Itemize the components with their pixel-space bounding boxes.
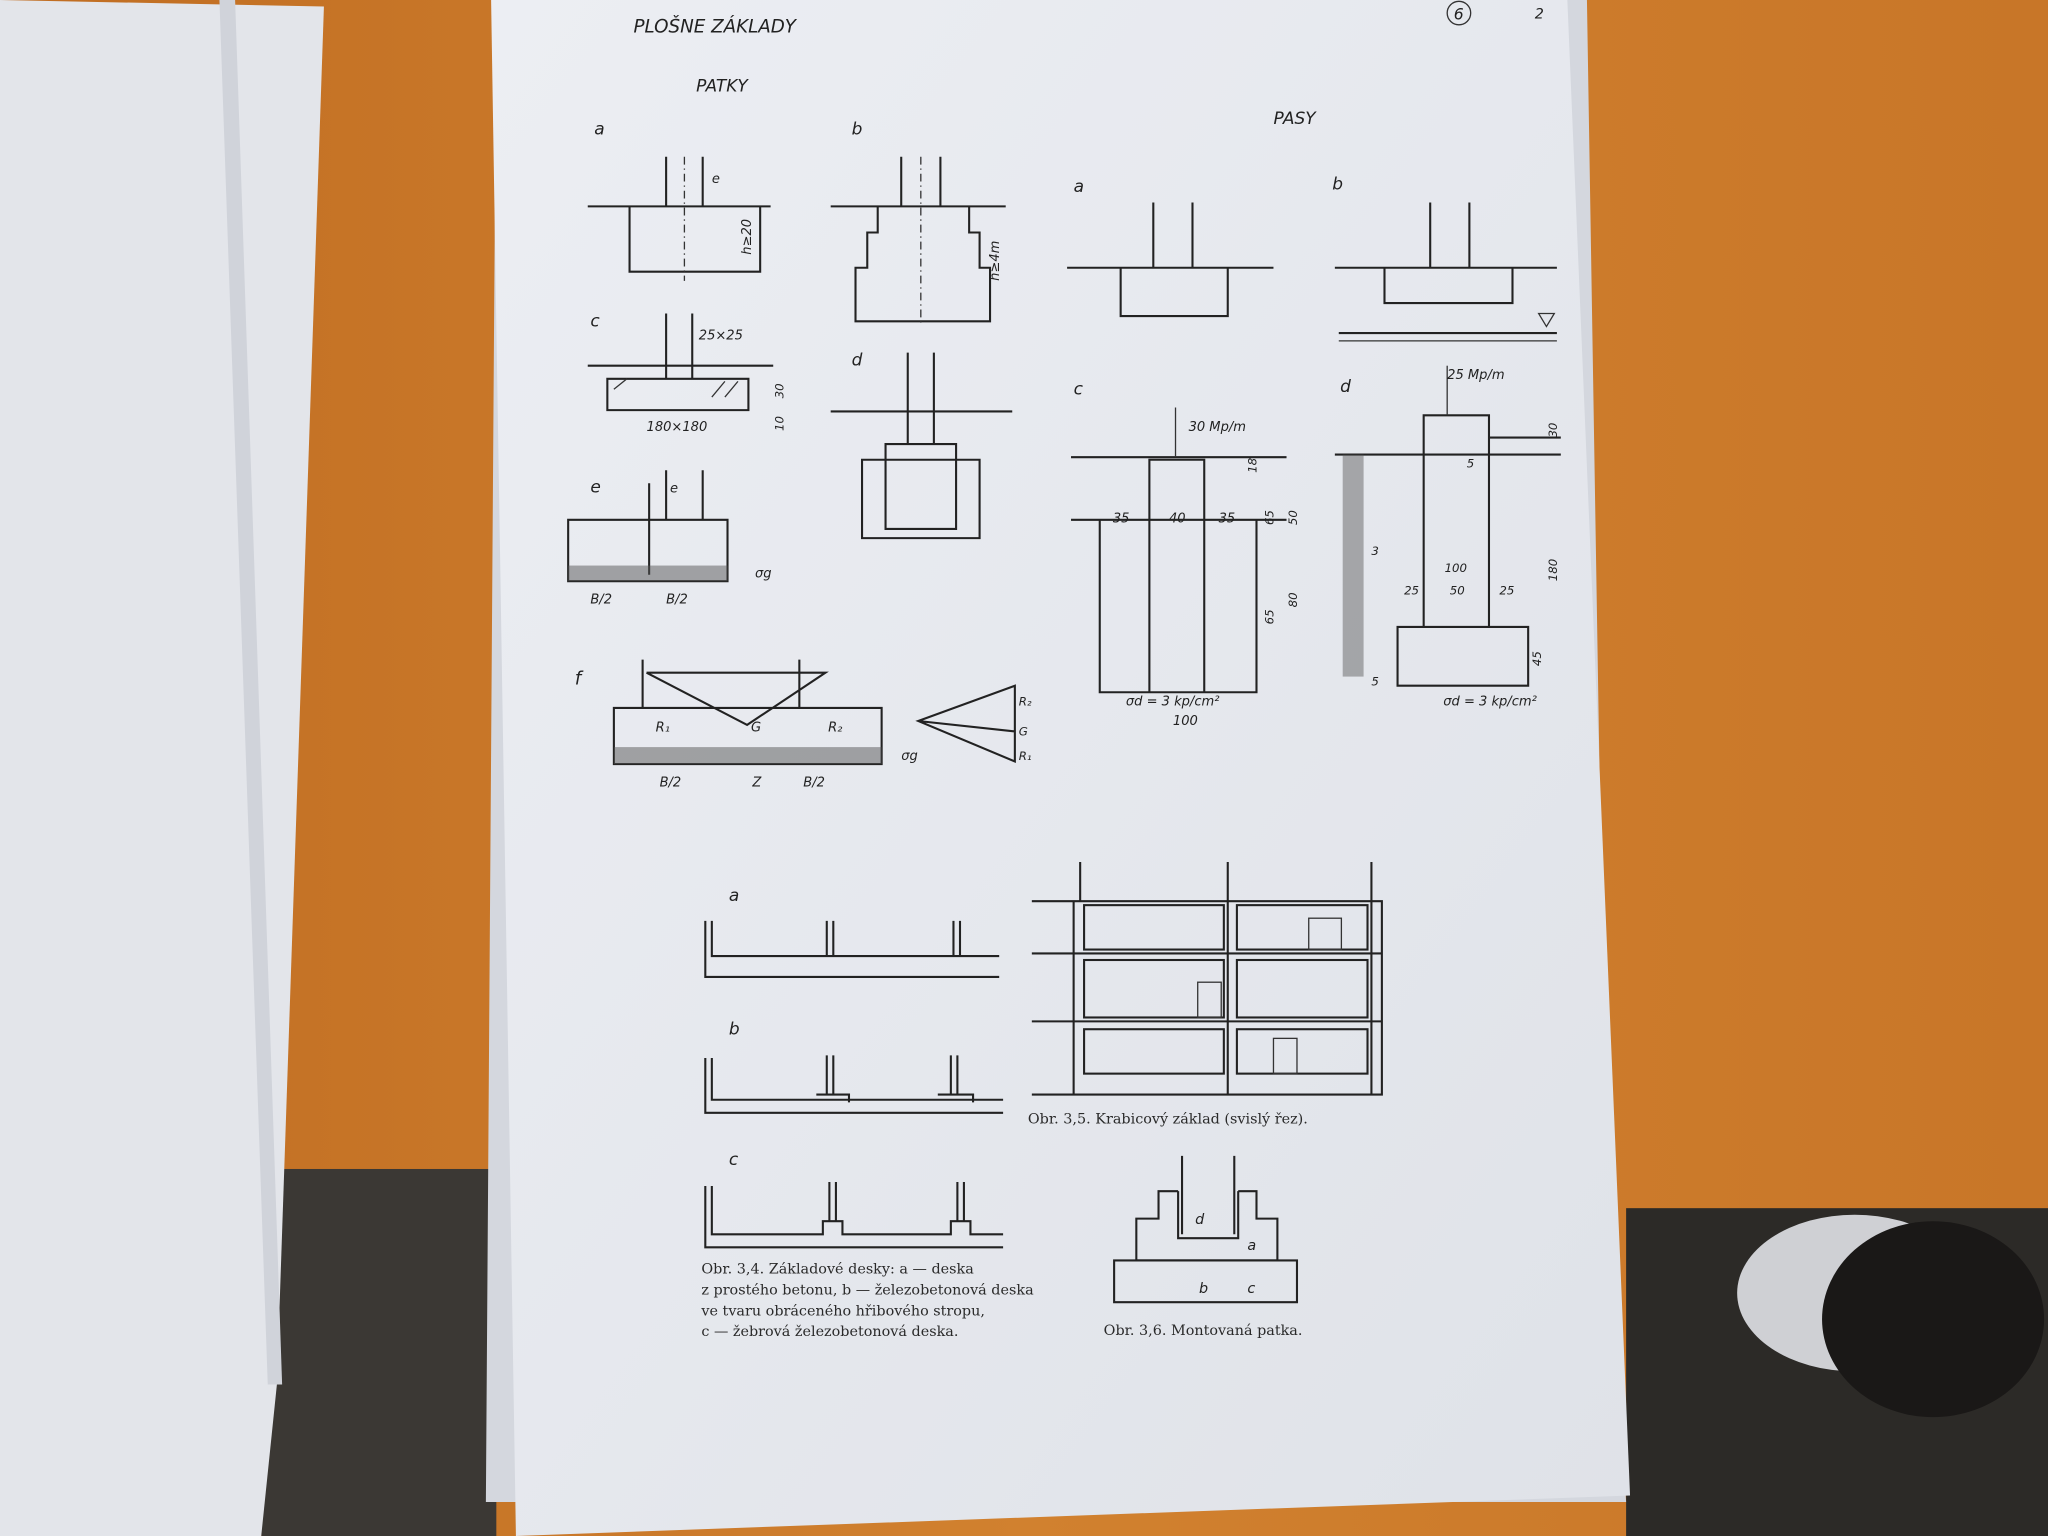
svg-text:R₁: R₁: [656, 720, 670, 735]
slab-c: c: [704, 1150, 1004, 1249]
svg-text:e: e: [670, 481, 678, 496]
pas-a: a: [1067, 177, 1274, 318]
svg-text:3: 3: [1371, 544, 1378, 558]
svg-text:a: a: [729, 886, 739, 906]
caption-fig34: Obr. 3,4. Základové desky: a — deska z p…: [700, 1261, 1034, 1340]
svg-text:c: c: [1074, 379, 1084, 399]
svg-text:5: 5: [1467, 457, 1474, 471]
svg-text:30: 30: [773, 383, 787, 398]
patka-c: c 25×25 180×180 30 10: [587, 312, 787, 435]
section-pasy: PASY: [1273, 109, 1317, 129]
svg-text:d: d: [852, 351, 863, 371]
svg-text:R₂: R₂: [1019, 694, 1032, 708]
svg-text:a: a: [1247, 1238, 1256, 1254]
svg-text:h≥20: h≥20: [740, 219, 755, 255]
pas-b: b: [1332, 174, 1557, 342]
svg-text:180: 180: [1546, 559, 1560, 581]
svg-text:50: 50: [1286, 510, 1300, 525]
svg-text:180×180: 180×180: [647, 420, 708, 435]
svg-text:25: 25: [1404, 583, 1419, 597]
page-title: PLOŠNE ZÁKLADY: [633, 16, 797, 38]
svg-text:5: 5: [1371, 675, 1378, 689]
page-mark: 6: [1454, 5, 1464, 24]
carpet: [261, 1168, 497, 1536]
svg-text:b: b: [729, 1019, 740, 1039]
svg-text:65: 65: [1262, 609, 1276, 624]
svg-text:25×25: 25×25: [699, 329, 743, 344]
svg-text:G: G: [1019, 724, 1028, 738]
svg-text:c: c: [729, 1150, 739, 1170]
svg-text:σg: σg: [901, 749, 918, 764]
patka-f: f R₁ G R₂ Z B/2 B/2 σg R₂ G R₁: [575, 659, 1032, 790]
page-number: 2: [1535, 6, 1544, 22]
svg-text:d: d: [1195, 1212, 1205, 1228]
svg-text:40: 40: [1169, 511, 1186, 526]
svg-text:65: 65: [1262, 510, 1276, 525]
patka-b: b h≥4m: [830, 120, 1006, 327]
svg-text:c: c: [1247, 1281, 1255, 1297]
svg-text:a: a: [1074, 177, 1084, 197]
svg-text:e: e: [590, 477, 600, 497]
svg-text:B/2: B/2: [803, 775, 825, 790]
svg-text:30 Mp/m: 30 Mp/m: [1189, 420, 1246, 435]
svg-text:100: 100: [1173, 714, 1198, 729]
svg-text:45: 45: [1530, 651, 1544, 666]
box-foundation-figure: [1031, 862, 1383, 1096]
svg-text:25 Mp/m: 25 Mp/m: [1447, 368, 1504, 383]
svg-text:80: 80: [1286, 592, 1300, 607]
slab-b: b: [704, 1019, 1004, 1114]
pas-d: d 25 Mp/m 30 5 100 25 50 25 180 45 3 5 σ…: [1334, 365, 1561, 709]
svg-text:f: f: [575, 668, 584, 689]
page-mark-circle: [1446, 0, 1472, 26]
left-paper-edge: [219, 0, 283, 1385]
svg-text:c: c: [590, 312, 600, 332]
svg-text:z prostého betonu, b — železob: z prostého betonu, b — železobetonová de…: [701, 1282, 1034, 1298]
svg-text:B/2: B/2: [666, 592, 688, 607]
svg-text:c — žebrová železobetonová des: c — žebrová železobetonová deska.: [701, 1324, 958, 1340]
svg-text:Z: Z: [751, 775, 762, 790]
svg-text:a: a: [594, 120, 604, 140]
svg-text:100: 100: [1445, 561, 1467, 575]
svg-text:50: 50: [1450, 583, 1465, 597]
patka-e: e e σg B/2 B/2: [567, 470, 772, 607]
svg-text:σd = 3 kp/cm²: σd = 3 kp/cm²: [1126, 694, 1220, 709]
main-paper: [491, 0, 1631, 1536]
svg-text:35: 35: [1219, 511, 1236, 526]
svg-text:10: 10: [773, 416, 787, 431]
svg-text:e: e: [712, 172, 720, 187]
patka-a: a e h≥20: [587, 120, 771, 281]
svg-text:30: 30: [1546, 423, 1560, 438]
svg-text:25: 25: [1499, 583, 1514, 597]
svg-text:G: G: [751, 720, 761, 735]
dark-object: [1822, 1221, 2045, 1418]
caption-fig35: Obr. 3,5. Krabicový základ (svislý řez).: [1028, 1110, 1308, 1127]
caption-fig36: Obr. 3,6. Montovaná patka.: [1104, 1323, 1303, 1339]
svg-text:B/2: B/2: [590, 592, 612, 607]
svg-text:B/2: B/2: [660, 775, 682, 790]
svg-text:18: 18: [1245, 458, 1259, 473]
svg-text:h≥4m: h≥4m: [988, 241, 1003, 281]
svg-text:b: b: [852, 120, 863, 140]
svg-text:b: b: [1332, 174, 1343, 194]
svg-text:R₂: R₂: [828, 720, 843, 735]
svg-text:σd = 3 kp/cm²: σd = 3 kp/cm²: [1443, 694, 1537, 709]
svg-text:σg: σg: [755, 566, 772, 581]
svg-text:d: d: [1340, 377, 1351, 397]
patka-d: d: [830, 351, 1013, 540]
svg-text:b: b: [1199, 1281, 1208, 1297]
svg-text:ve tvaru obráceného hřibového: ve tvaru obráceného hřibového stropu,: [700, 1303, 985, 1319]
svg-text:R₁: R₁: [1019, 749, 1032, 763]
slab-a: a: [704, 886, 1000, 979]
precast-footing-figure: d a b c: [1113, 1155, 1299, 1304]
section-patky: PATKY: [696, 76, 749, 96]
svg-text:35: 35: [1113, 511, 1130, 526]
pas-c: c 30 Mp/m 18 35 40 35 65 50 80 65 σd = 3…: [1071, 379, 1300, 729]
svg-text:Obr. 3,4. Základové desky: a —: Obr. 3,4. Základové desky: a — deska: [701, 1261, 974, 1277]
